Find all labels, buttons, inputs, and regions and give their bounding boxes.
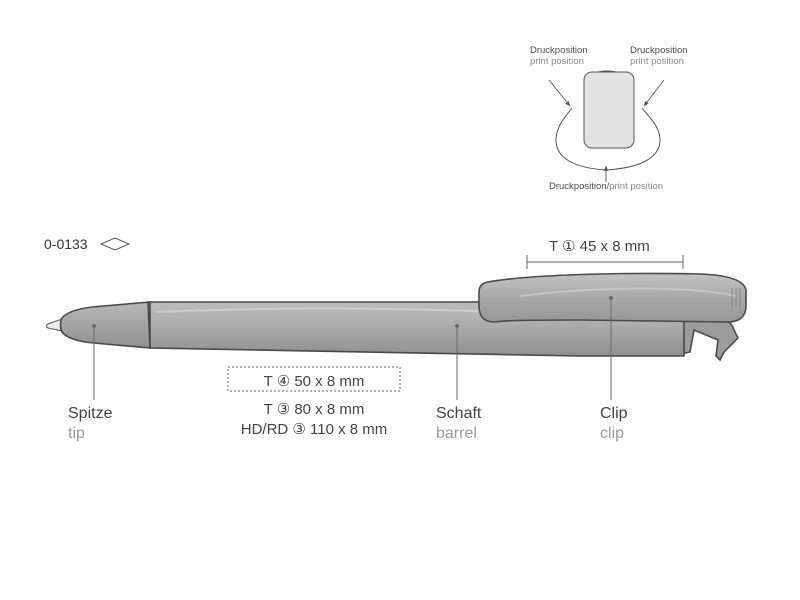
- article-number: 0-0133: [44, 236, 88, 252]
- print-area-dashed-box: [227, 366, 401, 392]
- cross-section-bottom-label-en: print position: [609, 181, 664, 192]
- diamond-icon: [99, 237, 131, 251]
- clip-label-en: clip: [600, 425, 625, 442]
- cross-section-bottom-label-sep: /: [606, 181, 610, 192]
- cross-section-bottom-label: Druckposition/print position: [549, 181, 663, 192]
- clip-print-area-label: T ① 45 x 8 mm: [549, 238, 650, 255]
- tip-label-en: tip: [68, 425, 85, 442]
- cross-section-left-label-en: print position: [530, 56, 584, 67]
- cross-section-right-label-de: Druckposition: [630, 45, 688, 56]
- cross-section-right-label-en: print position: [630, 56, 684, 67]
- barrel-label-en: barrel: [436, 425, 477, 442]
- barrel-label-de: Schaft: [436, 405, 482, 422]
- arrow-left: [548, 79, 571, 107]
- leader-barrel-dot: [455, 324, 459, 328]
- tip-section: [59, 301, 151, 349]
- arrow-right: [643, 79, 665, 107]
- clip-label-de: Clip: [600, 405, 628, 422]
- clip-highlight: [519, 287, 737, 297]
- cross-section-bottom-label-de: Druckposition: [549, 181, 607, 192]
- cross-section: [548, 70, 665, 182]
- leader-clip-dot: [609, 296, 613, 300]
- clip-logo: [731, 288, 741, 306]
- barrel-print-area-hdrd: HD/RD ③ 110 x 8 mm: [240, 421, 388, 438]
- barrel-print-area-t3: T ③ 80 x 8 mm: [263, 401, 365, 418]
- leader-tip-dot: [92, 324, 96, 328]
- tip-label-de: Spitze: [68, 405, 113, 422]
- leader-lines: [92, 296, 613, 400]
- refill-tip: [46, 318, 63, 332]
- cross-section-print-area: [583, 71, 635, 149]
- cross-section-left-label-de: Druckposition: [530, 45, 588, 56]
- pen: [46, 272, 747, 362]
- clip-dimension-line: [526, 255, 684, 269]
- barrel-print-area-t4: T ④ 50 x 8 mm: [263, 373, 365, 390]
